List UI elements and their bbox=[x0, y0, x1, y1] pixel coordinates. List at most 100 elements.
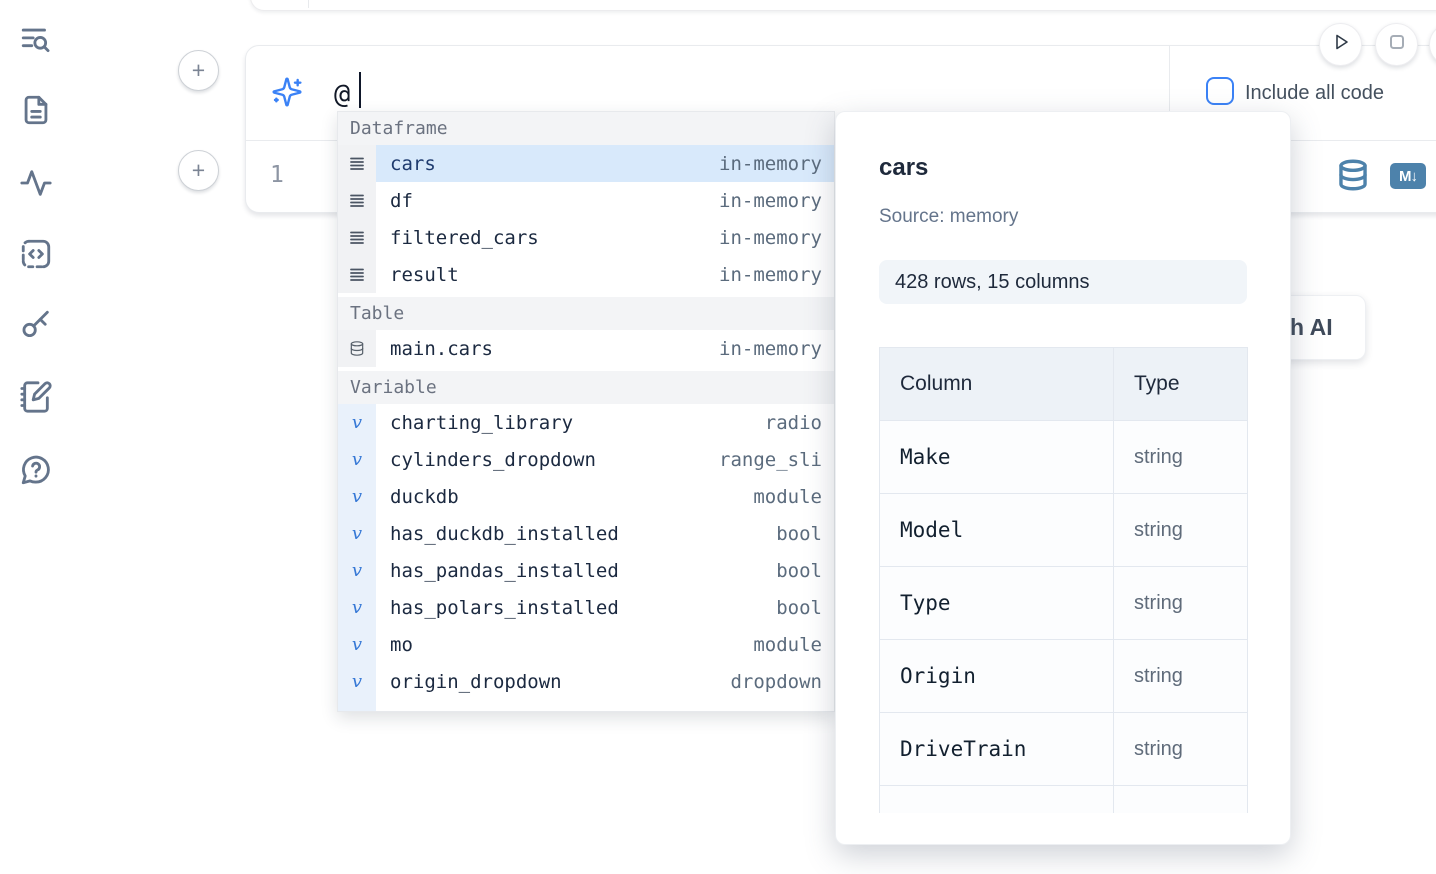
variable-icon: v bbox=[338, 515, 376, 552]
activity-icon bbox=[19, 170, 53, 204]
convert-to-markdown-button[interactable]: M↓ bbox=[1390, 163, 1426, 189]
include-all-code-label: Include all code bbox=[1245, 82, 1384, 104]
autocomplete-section-header: Variable bbox=[338, 371, 834, 404]
section-gap bbox=[338, 293, 834, 297]
autocomplete-item-type: module bbox=[753, 485, 822, 508]
sidebar-item-table-of-contents[interactable] bbox=[19, 23, 53, 57]
sparkles-ai-icon bbox=[271, 76, 303, 108]
run-cell-button[interactable] bbox=[1319, 23, 1362, 66]
preview-source: Source: memory bbox=[879, 206, 1019, 227]
include-all-code-checkbox[interactable] bbox=[1206, 77, 1234, 105]
autocomplete-item-type: bool bbox=[776, 596, 822, 619]
autocomplete-item-type: dropdown bbox=[730, 670, 822, 693]
key-icon bbox=[19, 310, 53, 346]
variable-icon: v bbox=[338, 700, 376, 711]
autocomplete-item-type: in-memory bbox=[719, 189, 822, 212]
autocomplete-item-type: in-memory bbox=[719, 337, 822, 360]
dataframe-rows-icon bbox=[338, 219, 376, 256]
variable-icon: v bbox=[338, 441, 376, 478]
autocomplete-item-name: has_duckdb_installed bbox=[390, 522, 619, 545]
code-box-icon bbox=[19, 239, 53, 275]
variable-icon: v bbox=[338, 626, 376, 663]
autocomplete-item-type: in-memory bbox=[719, 226, 822, 249]
section-gap bbox=[338, 367, 834, 371]
preview-shape-badge: 428 rows, 15 columns bbox=[879, 260, 1247, 304]
sidebar-item-help[interactable] bbox=[19, 453, 53, 487]
stop-cell-button[interactable] bbox=[1375, 23, 1418, 66]
autocomplete-item-name: mo bbox=[390, 633, 413, 656]
autocomplete-item-type: range_sli bbox=[719, 448, 822, 471]
dataframe-rows-icon bbox=[338, 145, 376, 182]
autocomplete-item-name: cylinders_dropdown bbox=[390, 448, 596, 471]
add-cell-below-button[interactable]: + bbox=[178, 150, 219, 191]
ai-prompt-input[interactable]: @ bbox=[334, 79, 351, 110]
autocomplete-item-name: cars bbox=[390, 152, 436, 175]
document-icon bbox=[19, 95, 53, 131]
autocomplete-item-name: result bbox=[390, 263, 459, 286]
sidebar-item-secrets[interactable] bbox=[19, 308, 53, 342]
dataframe-rows-icon bbox=[338, 256, 376, 293]
autocomplete-item-type: bool bbox=[776, 559, 822, 582]
autocomplete-item-type: module bbox=[753, 633, 822, 656]
preview-title: cars bbox=[879, 154, 929, 181]
dataframe-rows-icon bbox=[338, 182, 376, 219]
autocomplete-item[interactable]: vpdmodule bbox=[338, 700, 834, 712]
dataframe-preview-popup: cars Source: memory 428 rows, 15 columns… bbox=[835, 111, 1291, 845]
schema-column-header: Type bbox=[1113, 347, 1248, 421]
schema-column-name: DriveTrain bbox=[879, 712, 1114, 786]
schema-column-name: Type bbox=[879, 566, 1114, 640]
autocomplete-item-name: filtered_cars bbox=[390, 226, 539, 249]
database-icon bbox=[338, 330, 376, 367]
variable-icon: v bbox=[338, 663, 376, 700]
autocomplete-item-name: df bbox=[390, 189, 413, 212]
sidebar-item-logs[interactable] bbox=[19, 166, 53, 200]
convert-to-sql-button[interactable] bbox=[1336, 157, 1370, 193]
variable-icon: v bbox=[338, 478, 376, 515]
sidebar-item-scratchpad[interactable] bbox=[19, 380, 53, 414]
previous-cell-bottom-edge bbox=[250, 0, 1436, 11]
prompt-divider bbox=[1169, 46, 1170, 140]
add-cell-above-button[interactable]: + bbox=[178, 50, 219, 91]
autocomplete-item[interactable]: filtered_cars in-memory bbox=[338, 219, 834, 256]
autocomplete-item-name: pd bbox=[390, 708, 753, 712]
autocomplete-item-type: in-memory bbox=[719, 263, 822, 286]
schema-column-type: string bbox=[1113, 639, 1248, 713]
variable-icon: v bbox=[338, 404, 376, 441]
sidebar-item-documentation[interactable] bbox=[19, 93, 53, 127]
schema-column-name: Model bbox=[879, 493, 1114, 567]
play-icon bbox=[1331, 32, 1351, 57]
variable-icon: v bbox=[338, 589, 376, 626]
notebook-pen-icon bbox=[19, 381, 53, 418]
code-editor-row[interactable]: 1 M↓ bbox=[246, 142, 1436, 213]
sidebar-item-snippets[interactable] bbox=[19, 237, 53, 271]
autocomplete-item[interactable]: df in-memory bbox=[338, 182, 834, 219]
autocomplete-item[interactable]: v cylinders_dropdown range_sli bbox=[338, 441, 834, 478]
schema-column-type bbox=[1113, 785, 1248, 813]
autocomplete-item-name: charting_library bbox=[390, 411, 574, 434]
stop-icon bbox=[1387, 32, 1407, 57]
schema-column-header: Column bbox=[879, 347, 1114, 421]
autocomplete-section-header: Table bbox=[338, 297, 834, 330]
ai-button-label: h AI bbox=[1290, 314, 1333, 340]
autocomplete-item[interactable]: main.cars in-memory bbox=[338, 330, 834, 367]
list-search-icon bbox=[19, 28, 53, 61]
variable-icon: v bbox=[338, 552, 376, 589]
autocomplete-item-name: main.cars bbox=[390, 337, 493, 360]
autocomplete-item[interactable]: result in-memory bbox=[338, 256, 834, 293]
schema-column-type: string bbox=[1113, 712, 1248, 786]
autocomplete-section-header: Dataframe bbox=[338, 112, 834, 145]
